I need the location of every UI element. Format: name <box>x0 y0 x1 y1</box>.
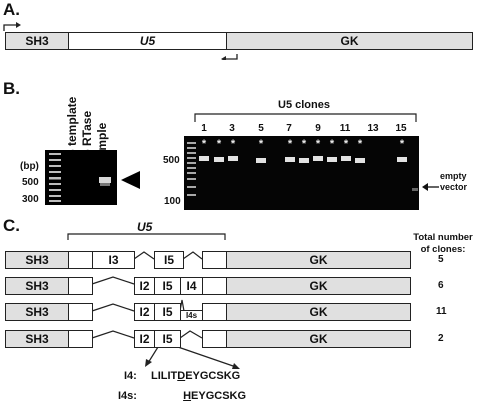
u5-segment <box>202 251 227 269</box>
u5-segment <box>68 303 93 321</box>
clone-count: 2 <box>438 333 444 344</box>
u5-bracket-label: U5 <box>137 220 153 234</box>
clone-gel-bands <box>187 142 418 196</box>
i4-seq-suffix: EYGCSKG <box>185 370 241 382</box>
insert-i5: I5 <box>154 330 181 348</box>
domain-u5-a: U5 <box>68 32 227 50</box>
u5-segment <box>202 277 227 295</box>
insert-i2: I2 <box>134 330 155 348</box>
empty-vector-label: empty vector <box>440 171 468 192</box>
positive-clone-star: * <box>216 138 222 150</box>
clones-bracket <box>194 113 417 122</box>
u5-segment <box>202 330 227 348</box>
panel-a-label: A. <box>3 0 20 19</box>
domain-gk: GK <box>226 330 411 348</box>
i4-seq-variant-residue: D <box>177 370 186 382</box>
panel-b-label: B. <box>3 79 20 98</box>
domain-sh3: SH3 <box>5 330 69 348</box>
clone-number: 7 <box>286 123 292 134</box>
bp-tick-300: 300 <box>22 194 39 205</box>
insert-i4s: I4s <box>180 310 203 321</box>
clone-number: 1 <box>201 123 207 134</box>
positive-clone-star: * <box>343 138 349 150</box>
u5-bracket <box>67 233 226 240</box>
domain-gk: GK <box>226 303 411 321</box>
insert-i5: I5 <box>154 251 184 269</box>
i4s-seq-label: I4s: <box>118 390 137 402</box>
positive-clone-star: * <box>230 138 236 150</box>
positive-clone-star: * <box>301 138 307 150</box>
panel-c-label: C. <box>3 216 20 235</box>
clone-number: 13 <box>367 123 379 134</box>
clone-count: 11 <box>436 306 447 317</box>
positive-clone-star: * <box>315 138 321 150</box>
domain-gk: GK <box>226 277 411 295</box>
reverse-primer-arrow <box>226 54 238 60</box>
rt-pcr-gel <box>45 150 117 205</box>
clones-title: U5 clones <box>278 99 330 111</box>
u5-segment <box>202 303 227 321</box>
u5-segment <box>68 277 93 295</box>
clone-count: 5 <box>438 254 444 265</box>
insert-i2: I2 <box>134 303 155 321</box>
clone-bp-500: 500 <box>163 155 180 166</box>
clone-number: 9 <box>315 123 321 134</box>
clone-number: 15 <box>395 123 407 134</box>
domain-sh3: SH3 <box>5 251 69 269</box>
band-arrowhead <box>121 171 140 189</box>
positive-clone-star: * <box>287 138 293 150</box>
bp-unit-label: (bp) <box>20 161 39 172</box>
positive-clone-star: * <box>357 138 363 150</box>
bp-tick-500: 500 <box>22 177 39 188</box>
i4-seq-label: I4: <box>124 370 137 382</box>
i4s-sequence: I4s: HEYGCSKG <box>118 390 246 402</box>
clone-count: 6 <box>438 280 444 291</box>
colony-pcr-gel <box>184 136 419 210</box>
total-clones-header: Total number of clones: <box>413 232 473 255</box>
insert-i2: I2 <box>134 277 155 295</box>
i4-seq-prefix: LILIT <box>150 370 178 382</box>
positive-clone-star: * <box>258 138 264 150</box>
clone-number: 11 <box>339 123 351 134</box>
positive-clone-star: * <box>329 138 335 150</box>
insert-i4: I4 <box>180 277 203 295</box>
forward-primer-arrow <box>3 24 16 31</box>
domain-gk-a: GK <box>226 32 473 50</box>
domain-sh3: SH3 <box>5 277 69 295</box>
positive-clone-star: * <box>399 138 405 150</box>
u5-segment <box>68 251 93 269</box>
i4s-seq-variant-residue: H <box>183 390 192 402</box>
clone-number: 5 <box>258 123 264 134</box>
u5-segment <box>68 330 93 348</box>
positive-clone-star: * <box>201 138 207 150</box>
domain-sh3-a: SH3 <box>5 32 69 50</box>
insert-i5: I5 <box>154 277 181 295</box>
clone-number: 3 <box>229 123 235 134</box>
domain-gk: GK <box>226 251 411 269</box>
insert-i5: I5 <box>154 303 181 321</box>
gel-ladder <box>49 153 111 202</box>
panel-a-primer-arrows <box>3 22 238 60</box>
insert-i3: I3 <box>92 251 135 269</box>
i4-sequence: I4: LILITDEYGCSKG <box>124 370 240 382</box>
sample-band <box>99 177 111 183</box>
clone-bp-100: 100 <box>164 196 181 207</box>
empty-vector-arrow <box>422 183 439 191</box>
i4s-seq-suffix: EYGCSKG <box>191 390 247 402</box>
domain-sh3: SH3 <box>5 303 69 321</box>
